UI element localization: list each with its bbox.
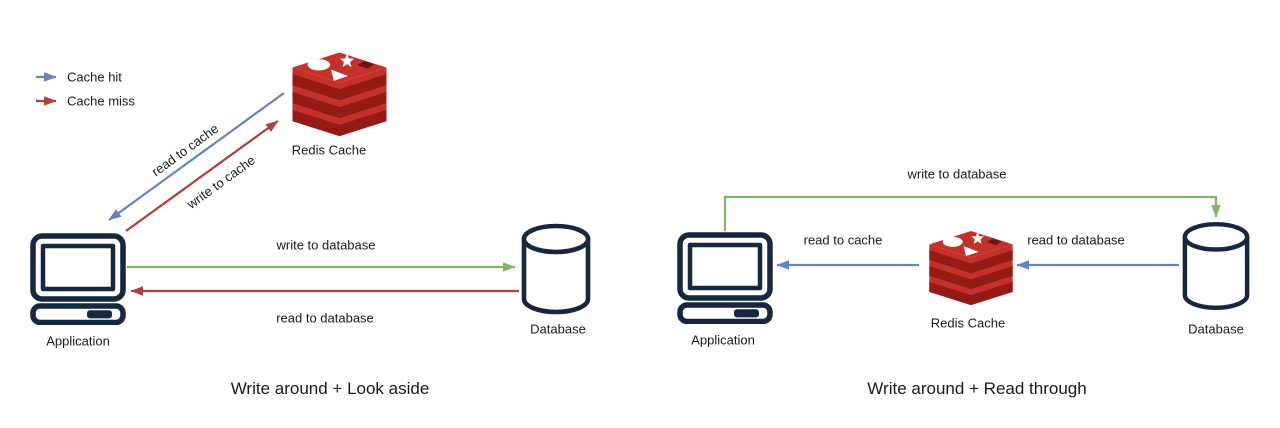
monitor-screen [687, 242, 763, 291]
keyboard-key [734, 309, 759, 318]
right-database-label: Database [1188, 321, 1244, 337]
right-read-to-cache-label: read to cache [803, 232, 883, 248]
cylinder-top [1182, 221, 1250, 252]
left-diagram-caption: Write around + Look aside [230, 379, 430, 398]
right-redis-cache-icon [921, 224, 1021, 308]
left-read-to-database-label: read to database [276, 310, 374, 326]
right-application-label: Application [691, 332, 755, 348]
right-read-to-database-label: read to database [1027, 232, 1125, 248]
redis-cube-shape [986, 238, 1002, 246]
cylinder-body [521, 239, 591, 315]
computer-icon [677, 232, 773, 324]
right-write-to-database-arrow [723, 195, 1221, 231]
right-application-icon [677, 232, 773, 324]
keyboard-key [87, 310, 112, 319]
cylinder-top [521, 223, 591, 255]
redis-star-shape [971, 231, 984, 244]
left-application-icon [30, 233, 126, 325]
database-cylinder-icon [521, 223, 591, 315]
left-read-to-cache-arrow [108, 92, 285, 221]
database-cylinder-icon [1182, 221, 1250, 311]
legend-cache-miss-label: Cache miss [67, 93, 135, 109]
redis-star-shape [339, 53, 355, 68]
computer-icon [30, 233, 126, 325]
left-redis-cache-label: Redis Cache [291, 142, 367, 158]
left-write-to-cache-arrow [125, 120, 279, 232]
redis-cube-shape [357, 60, 375, 69]
redis-triangle-shape [331, 69, 348, 81]
monitor-screen [40, 243, 116, 292]
redis-circle-shape [307, 59, 331, 71]
redis-icon [292, 52, 387, 137]
left-write-to-database-label: write to database [276, 237, 376, 253]
left-database-label: Database [530, 321, 586, 337]
left-application-label: Application [46, 333, 110, 349]
right-write-to-database-label: write to database [907, 166, 1007, 182]
right-database-icon [1181, 220, 1251, 312]
redis-icon [929, 231, 1013, 306]
redis-triangle-shape [963, 246, 979, 256]
left-database-icon [520, 222, 592, 316]
legend-cache-hit-label: Cache hit [67, 69, 122, 85]
right-redis-cache-label: Redis Cache [930, 315, 1006, 331]
right-diagram-caption: Write around + Read through [867, 379, 1087, 398]
left-redis-cache-icon [283, 45, 396, 139]
cylinder-body [1182, 236, 1250, 311]
redis-circle-shape [942, 236, 963, 247]
